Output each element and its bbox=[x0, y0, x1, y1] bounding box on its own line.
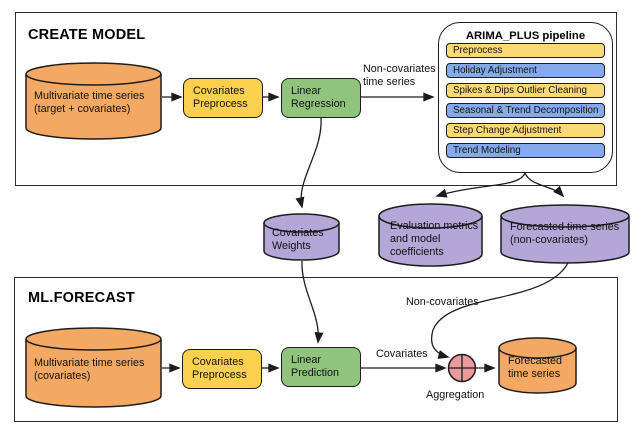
noncovariates-time-series-label: Non-covariates time series bbox=[363, 63, 436, 89]
multivariate-covariates-cylinder: Multivariate time series (covariates) bbox=[25, 327, 162, 408]
covariates-weights-cylinder: Covariates Weights bbox=[263, 213, 340, 261]
pipeline-step-seasonal-trend-decomposition: Seasonal & Trend Decomposition bbox=[446, 103, 605, 118]
arima-plus-pipeline-box: ARIMA_PLUS pipeline Preprocess Holiday A… bbox=[438, 22, 613, 173]
forecasted-noncovariates-cylinder: Forecasted time series (non-covariates) bbox=[500, 204, 630, 264]
pipeline-step-preprocess: Preprocess bbox=[446, 43, 605, 58]
covariates-label: Covariates bbox=[376, 348, 428, 360]
cylinder-label: Evaluation metrics and model coefficient… bbox=[390, 220, 479, 259]
pipeline-step-step-change-adjustment: Step Change Adjustment bbox=[446, 123, 605, 138]
cylinder-label: Multivariate time series (covariates) bbox=[34, 357, 145, 383]
pipeline-step-holiday-adjustment: Holiday Adjustment bbox=[446, 63, 605, 78]
covariates-preprocess-node-top: Covariates Preprocess bbox=[183, 78, 263, 118]
cylinder-shape bbox=[25, 62, 162, 140]
pipeline-step-spikes-dips-cleaning: Spikes & Dips Outlier Cleaning bbox=[446, 83, 605, 98]
aggregation-label: Aggregation bbox=[426, 389, 485, 401]
linear-prediction-node: Linear Prediction bbox=[281, 347, 361, 387]
cylinder-label: Covariates Weights bbox=[272, 227, 324, 253]
ml-forecast-title: ML.FORECAST bbox=[28, 290, 135, 306]
cylinder-shape bbox=[378, 203, 483, 267]
cylinder-shape bbox=[500, 204, 630, 264]
covariates-preprocess-node-bottom: Covariates Preprocess bbox=[182, 349, 262, 389]
multivariate-target-covariates-cylinder: Multivariate time series (target + covar… bbox=[25, 62, 162, 140]
pipeline-step-trend-modeling: Trend Modeling bbox=[446, 143, 605, 158]
cylinder-shape bbox=[263, 213, 340, 261]
cylinder-label: Forecasted time series bbox=[508, 355, 563, 381]
forecasted-time-series-cylinder: Forecasted time series bbox=[498, 337, 577, 394]
cylinder-shape bbox=[498, 337, 577, 394]
cylinder-label: Multivariate time series (target + covar… bbox=[34, 90, 145, 116]
cylinder-label: Forecasted time series (non-covariates) bbox=[510, 221, 620, 247]
pipeline-title: ARIMA_PLUS pipeline bbox=[465, 30, 586, 42]
noncovariates-label: Non-covariates bbox=[406, 296, 479, 308]
evaluation-metrics-cylinder: Evaluation metrics and model coefficient… bbox=[378, 203, 483, 267]
create-model-title: CREATE MODEL bbox=[28, 27, 146, 43]
linear-regression-node: Linear Regression bbox=[281, 78, 361, 118]
pipeline-steps: Preprocess Holiday Adjustment Spikes & D… bbox=[446, 43, 605, 158]
cylinder-shape bbox=[25, 327, 162, 408]
